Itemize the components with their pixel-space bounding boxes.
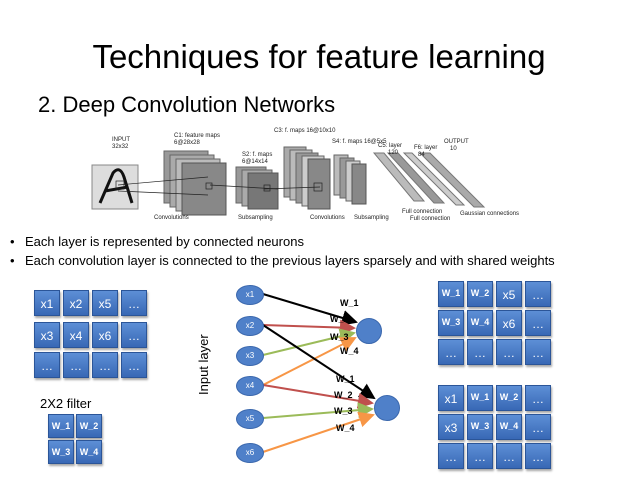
arch-c1-label: C1: feature maps [174,133,221,139]
grid-cell: … [92,352,118,378]
grid-cell: x1 [34,290,60,316]
grid-cell: … [121,290,147,316]
filter-cell: W_3 [48,440,74,464]
grid-cell: … [525,385,551,411]
weight-label: W_2 [330,314,349,324]
weight-label: W_4 [340,346,359,356]
weight-label: W_3 [334,406,353,416]
grid-cell: … [496,443,522,469]
grid-cell: W_1 [438,281,464,307]
edge-x6-bottom [262,411,375,453]
arch-output-size: 10 [450,146,457,152]
grid-cell: … [525,414,551,440]
grid-cell: … [63,352,89,378]
grid-cell: W_3 [467,414,493,440]
grid-cell: W_2 [467,281,493,307]
input-node: x5 [236,409,264,429]
grid-cell: … [467,443,493,469]
arch-full-connection-2: Full connection [410,216,451,222]
grid-cell: W_3 [438,310,464,336]
arch-c5-label: C5: layer [378,143,403,149]
weight-label: W_1 [336,374,355,384]
edge-x4-bottom [262,384,374,409]
filter-cell: W_1 [48,414,74,438]
grid-cell: x2 [63,290,89,316]
arch-output-label: OUTPUT [444,139,469,145]
grid-cell: … [34,352,60,378]
arch-s4-label: S4: f. maps 16@5x5 [332,139,387,145]
grid-cell: … [467,339,493,365]
arch-s2-size: 6@14x14 [242,159,268,165]
grid-cell: W_4 [467,310,493,336]
arch-c1-size: 6@28x28 [174,140,200,146]
arch-subsampling-2: Subsampling [354,215,389,221]
arch-convolutions-1: Convolutions [154,215,189,221]
input-node: x2 [236,316,264,336]
weight-label: W_4 [336,423,355,433]
edge-x2-top [262,319,356,336]
output-node-bottom [374,395,400,421]
input-layer-label: Input layer [196,334,211,395]
grid-cell: x6 [496,310,522,336]
slide-title: Techniques for feature learning [92,38,546,75]
input-node: x3 [236,346,264,366]
edge-x3-top [262,328,356,356]
arch-f6-size: 84 [418,152,425,158]
filter-cell: W_2 [76,414,102,438]
grid-cell: … [121,352,147,378]
grid-cell: x1 [438,385,464,411]
edge-x2-bottom [262,324,376,400]
weight-label: W_1 [340,298,359,308]
grid-cell: … [525,339,551,365]
architecture-drawing [91,146,486,216]
bullet-list: Each layer is represented by connected n… [10,232,555,270]
arch-c5-size: 120 [388,150,399,156]
grid-cell: … [525,281,551,307]
weight-label: W_2 [334,390,353,400]
edge-x4-top [262,337,357,386]
arch-input-size: 32x32 [112,144,129,150]
grid-cell: W_1 [467,385,493,411]
input-node: x1 [236,285,264,305]
arch-s2-label: S2: f. maps [242,152,273,158]
filter-label: 2X2 filter [40,396,92,411]
slide-subtitle: 2. Deep Convolution Networks [38,92,336,117]
bullet-item: Each convolution layer is connected to t… [10,251,555,270]
grid-cell: … [496,339,522,365]
arch-convolutions-2: Convolutions [310,215,345,221]
grid-cell: … [121,322,147,348]
bullet-item: Each layer is represented by connected n… [10,232,555,251]
grid-cell: x4 [63,322,89,348]
grid-cell: x3 [34,322,60,348]
grid-cell: x5 [496,281,522,307]
output-node-top [356,318,382,344]
grid-cell: … [438,339,464,365]
filter-cell: W_4 [76,440,102,464]
grid-cell: … [525,443,551,469]
edge-x1-top [262,293,358,326]
arch-subsampling-1: Subsampling [238,215,273,221]
arch-f6-label: F6: layer [414,145,438,151]
input-node: x6 [236,443,264,463]
cnn-architecture-figure: INPUT 32x32 C1: feature maps 6@28x28 C3:… [88,125,536,225]
arch-gaussian: Gaussian connections [460,211,520,217]
edge-x5-bottom [262,402,374,419]
arch-full-connection-1: Full connection [402,209,443,215]
weight-label: W_3 [330,332,349,342]
input-node: x4 [236,376,264,396]
grid-cell: x6 [92,322,118,348]
grid-cell: … [525,310,551,336]
grid-cell: x3 [438,414,464,440]
grid-cell: W_2 [496,385,522,411]
arch-input-label: INPUT [112,137,130,143]
grid-cell: W_4 [496,414,522,440]
arch-c3-label: C3: f. maps 16@10x10 [274,128,336,134]
grid-cell: … [438,443,464,469]
grid-cell: x5 [92,290,118,316]
